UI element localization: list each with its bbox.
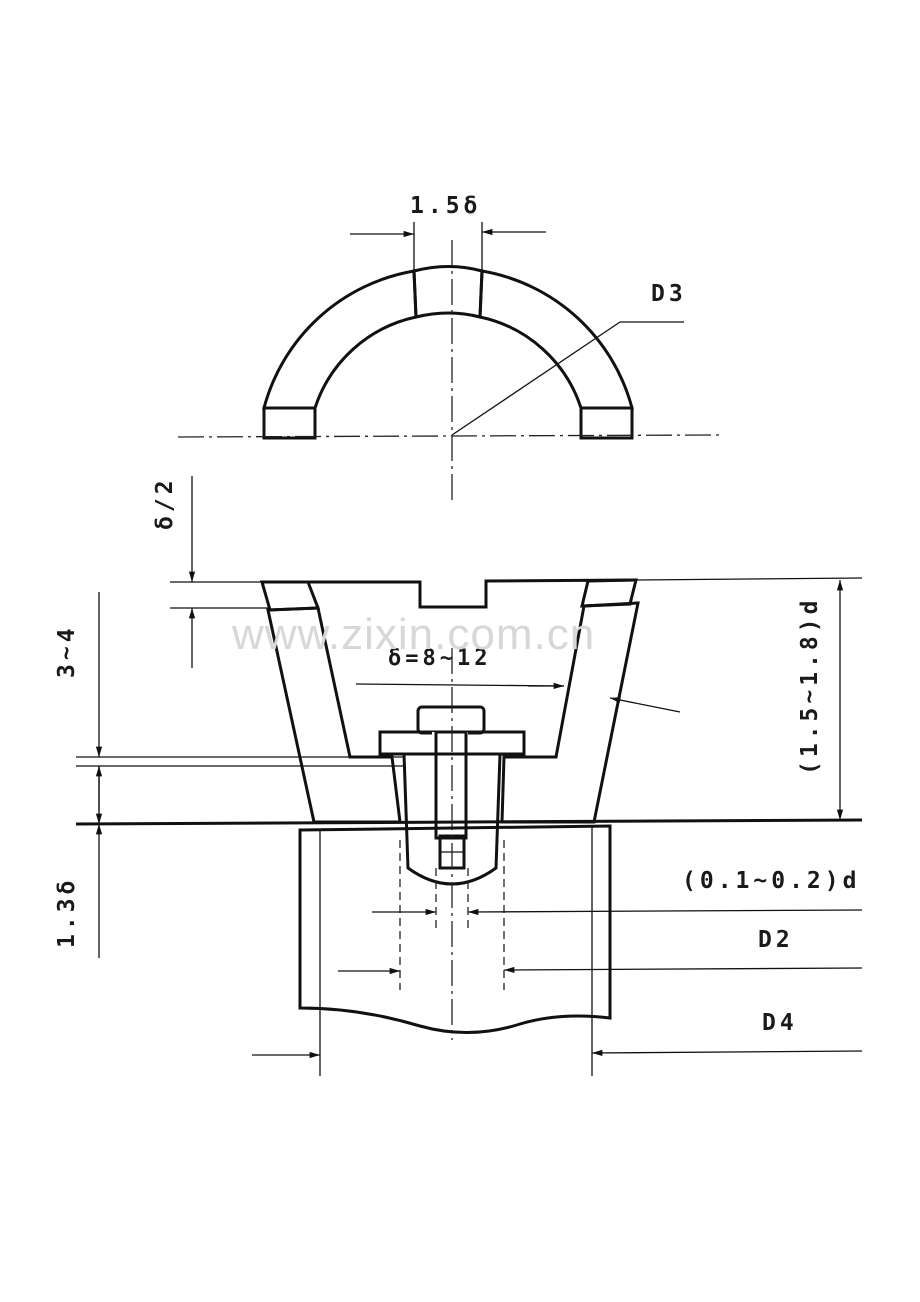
label-d3: D3 bbox=[651, 281, 687, 307]
label-delta-range: δ=8~12 bbox=[388, 646, 491, 671]
screw-bushing bbox=[402, 752, 502, 886]
ring-top-block bbox=[412, 265, 484, 319]
label-one-three-delta: 1.3δ bbox=[54, 877, 80, 948]
left-rim-block bbox=[260, 580, 321, 612]
label-three-four: 3~4 bbox=[54, 624, 80, 678]
label-top-width: 1.5δ bbox=[410, 193, 481, 219]
label-small-ratio: (0.1~0.2)d bbox=[682, 868, 860, 894]
label-d4: D4 bbox=[762, 1010, 798, 1036]
ring-left-hatched bbox=[262, 269, 418, 410]
shaft-view: (0.1~0.2)d D2 D4 bbox=[252, 824, 863, 1076]
screw-shank bbox=[434, 730, 468, 840]
watermark-text: www.zixin.com.cn bbox=[231, 610, 595, 659]
label-height-ratio: (1.5~1.8)d bbox=[797, 597, 823, 775]
label-d2: D2 bbox=[758, 927, 794, 953]
screw-head-top bbox=[416, 705, 486, 735]
ring-left-foot bbox=[262, 406, 317, 440]
label-half-delta: δ/2 bbox=[152, 476, 178, 530]
section-view: δ/2 3~4 δ=8~12 (1.5~1.8)d 1.3δ bbox=[54, 476, 863, 1040]
ring-right-hatched bbox=[478, 269, 634, 410]
ring-right-foot bbox=[579, 406, 634, 440]
shaft-body bbox=[298, 824, 612, 1035]
top-ring-view: 1.5δ D3 bbox=[177, 193, 721, 505]
